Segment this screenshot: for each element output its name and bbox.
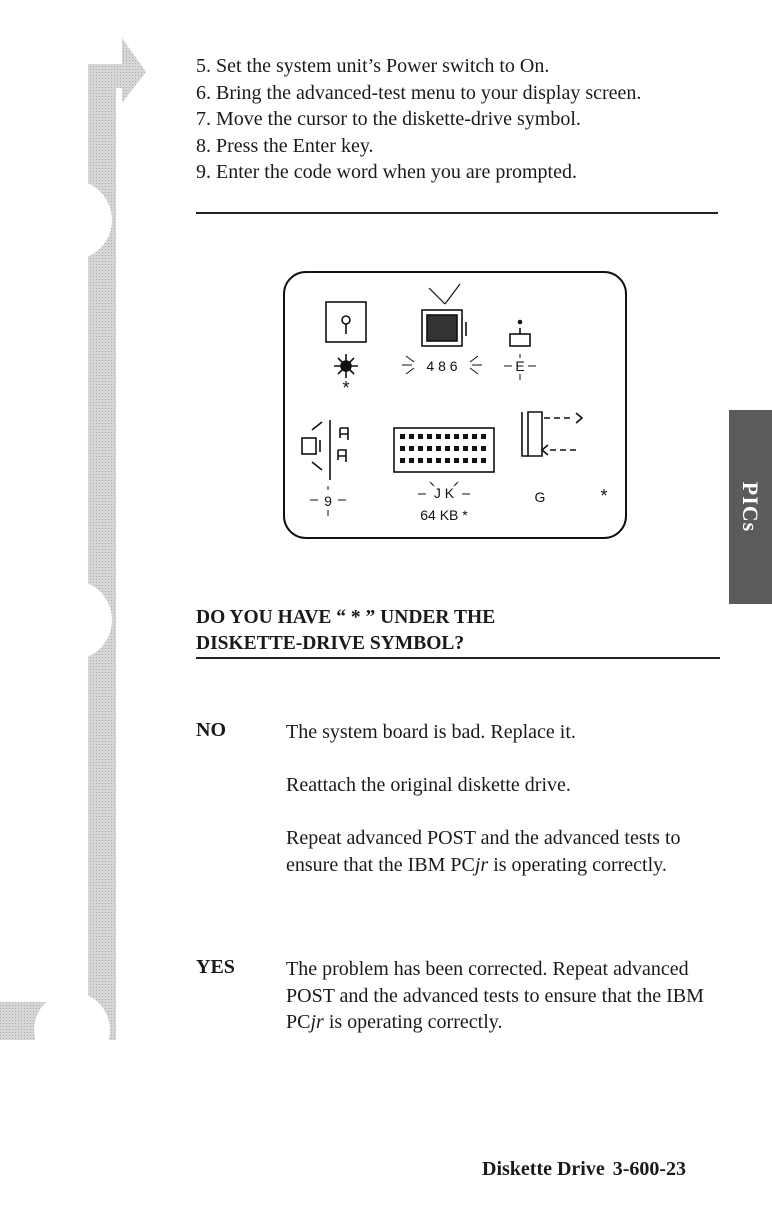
step-7: 7. Move the cursor to the diskette-drive… bbox=[196, 108, 581, 130]
answer-no-text-3-b: is operating correctly. bbox=[488, 853, 667, 876]
joystick-burst-icon bbox=[504, 354, 536, 380]
audio-label: 9 bbox=[324, 493, 332, 509]
flowchart-arrow bbox=[0, 38, 146, 1068]
answer-no-text-2: Reattach the original diskette drive. bbox=[286, 774, 571, 796]
step-6: 6. Bring the advanced-test menu to your … bbox=[196, 81, 642, 104]
system-unit-burst-icon bbox=[334, 354, 358, 378]
footer-section: Diskette Drive bbox=[482, 1158, 605, 1180]
joystick-icon bbox=[509, 319, 531, 347]
answer-no-text-3: Repeat advanced POST and the advanced te… bbox=[286, 825, 726, 878]
procedure-steps: 5. Set the system unit’s Power switch to… bbox=[196, 53, 641, 186]
page-footer: Diskette Drive 3-600-23 bbox=[482, 1158, 686, 1181]
divider-top bbox=[196, 212, 718, 214]
step-5: 5. Set the system unit’s Power switch to… bbox=[196, 55, 550, 77]
section-tab-label: PICs bbox=[738, 481, 764, 533]
footer-page-number: 3-600-23 bbox=[612, 1158, 687, 1180]
answer-no-label: NO bbox=[196, 719, 226, 741]
step-9: 9. Enter the code word when you are prom… bbox=[196, 161, 577, 183]
answer-yes-jr: jr bbox=[310, 1011, 324, 1033]
section-tab[interactable]: PICs bbox=[729, 410, 772, 604]
display-icon bbox=[421, 309, 467, 347]
keyboard-burst-icon bbox=[418, 481, 470, 495]
answer-no-jr: jr bbox=[474, 853, 489, 876]
question-line-1: DO YOU HAVE “ * ” UNDER THE bbox=[196, 607, 496, 628]
answer-yes-text-b: is operating correctly. bbox=[323, 1011, 503, 1033]
system-unit-star: * bbox=[342, 378, 349, 398]
answer-yes-label: YES bbox=[196, 956, 235, 978]
display-burst-icon bbox=[402, 355, 482, 375]
audio-burst-icon bbox=[310, 486, 346, 516]
memory-label: 64 KB * bbox=[420, 507, 468, 523]
step-8: 8. Press the Enter key. bbox=[196, 134, 374, 157]
system-unit-icon bbox=[325, 301, 367, 343]
cursor-arrow-icon bbox=[428, 283, 461, 305]
screen-frame bbox=[283, 271, 627, 539]
audio-icon bbox=[301, 420, 349, 480]
question-line-2: DISKETTE-DRIVE SYMBOL? bbox=[196, 633, 465, 654]
display-digits: 4 8 6 bbox=[426, 358, 457, 374]
keyboard-label: J K bbox=[434, 485, 455, 501]
diskette-label: G bbox=[535, 489, 546, 505]
question: DO YOU HAVE “ * ” UNDER THE DISKETTE-DRI… bbox=[196, 605, 720, 657]
joystick-label: E bbox=[515, 358, 524, 374]
diskette-drive-icon bbox=[521, 411, 584, 457]
answer-no-text-1: The system board is bad. Replace it. bbox=[286, 721, 576, 743]
answer-yes-text: The problem has been corrected. Repeat a… bbox=[286, 956, 726, 1036]
diskette-star: * bbox=[600, 486, 607, 506]
answer-yes-text-a: The problem has been corrected. Repeat a… bbox=[286, 958, 704, 1033]
divider-question bbox=[196, 657, 720, 659]
keyboard-icon bbox=[393, 427, 495, 473]
advanced-test-menu-screen: * 4 8 6 E 9 bbox=[283, 271, 627, 539]
answer-no-text-3-a: Repeat advanced POST and the advanced te… bbox=[286, 827, 681, 876]
